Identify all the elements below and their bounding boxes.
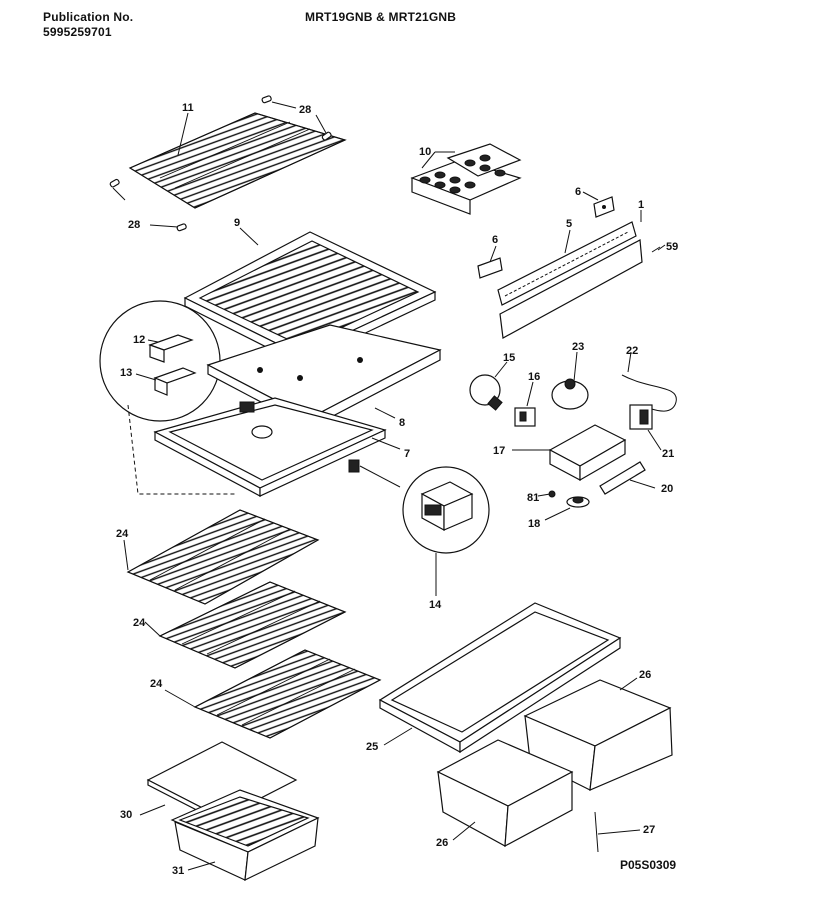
callout-18: 18 (528, 518, 540, 530)
callout-24: 24 (133, 617, 146, 629)
diagram-code: P05S0309 (620, 858, 676, 872)
callout-6: 6 (575, 186, 581, 198)
callout-10: 10 (419, 146, 431, 158)
detail-circle-14 (402, 466, 490, 554)
model-numbers: MRT19GNB & MRT21GNB (305, 10, 457, 24)
callout-27: 27 (643, 824, 655, 836)
callout-24: 24 (116, 528, 129, 540)
crisper-pan-left (436, 739, 574, 848)
callout-17: 17 (493, 445, 505, 457)
callout-24: 24 (150, 678, 163, 690)
callout-1: 1 (638, 199, 644, 211)
callout-22: 22 (626, 345, 638, 357)
callout-23: 23 (572, 341, 584, 353)
control-housing (548, 424, 627, 482)
bracket-lower (477, 257, 503, 279)
callout-26: 26 (436, 837, 448, 849)
callout-11: 11 (182, 102, 194, 114)
callout-14: 14 (429, 599, 442, 611)
callout-9: 9 (234, 217, 240, 229)
meat-pan (170, 789, 320, 882)
wire-shelf (193, 649, 382, 739)
callout-8: 8 (399, 417, 405, 429)
light-bulb (469, 374, 503, 411)
control-cover (599, 461, 646, 495)
callout-30: 30 (120, 809, 132, 821)
callout-7: 7 (404, 448, 410, 460)
wire-shelf (158, 581, 347, 669)
callout-31: 31 (172, 865, 184, 877)
callout-21: 21 (662, 448, 674, 460)
publication-number: 5995259701 (43, 25, 112, 39)
damper-clip (348, 459, 360, 473)
wire-shelf-top (128, 112, 347, 209)
publication-label: Publication No. (43, 10, 134, 24)
callout-59: 59 (666, 241, 678, 253)
callout-15: 15 (503, 352, 515, 364)
light-switch (514, 407, 536, 427)
callout-20: 20 (661, 483, 673, 495)
thermostat (551, 378, 589, 410)
wire-shelf (126, 509, 320, 605)
callout-26: 26 (639, 669, 651, 681)
leader-lines (112, 101, 666, 871)
control-knob (566, 496, 590, 508)
screw (651, 246, 661, 253)
light-shield (497, 221, 643, 339)
callout-6: 6 (492, 234, 498, 246)
crisper-pan-right (523, 679, 673, 791)
adjuster-rod (594, 811, 599, 853)
control-knob-housing (629, 404, 653, 430)
ice-trays (410, 143, 522, 215)
callout-28: 28 (299, 104, 311, 116)
callout-labels: 11 28 28 10 6 9 5 6 59 1 12 13 15 16 23 … (116, 102, 678, 877)
callout-5: 5 (566, 218, 572, 230)
callout-28: 28 (128, 219, 140, 231)
wire-harness (621, 374, 677, 412)
crisper-cover (378, 602, 622, 754)
shelf-clip (109, 95, 332, 232)
callout-13: 13 (120, 367, 132, 379)
bracket-upper (593, 196, 615, 218)
detail-circle-12-13 (99, 300, 235, 495)
callout-12: 12 (133, 334, 145, 346)
callout-25: 25 (366, 741, 378, 753)
callout-81: 81 (527, 492, 539, 504)
crisper-frame (153, 397, 387, 497)
callout-16: 16 (528, 371, 540, 383)
